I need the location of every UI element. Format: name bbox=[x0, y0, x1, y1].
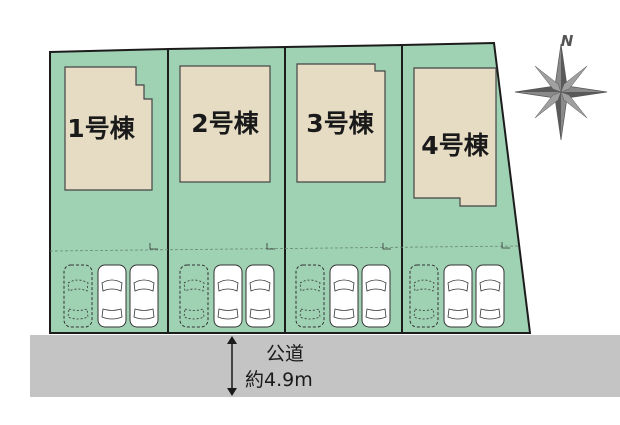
setback-line bbox=[49, 245, 521, 252]
car-space bbox=[409, 264, 439, 328]
road-width: 約4.9m bbox=[245, 369, 313, 391]
road-width-arrow bbox=[227, 336, 237, 396]
building-1 bbox=[64, 66, 153, 191]
lot-2: 2号棟 bbox=[167, 45, 286, 334]
car-space bbox=[295, 264, 325, 328]
car-space bbox=[475, 264, 505, 328]
car-space bbox=[213, 264, 243, 328]
boundary-mark bbox=[501, 242, 510, 249]
car-space bbox=[129, 264, 159, 328]
public-road bbox=[30, 335, 620, 397]
lot-1: 1号棟 bbox=[49, 47, 169, 334]
boundary-mark bbox=[266, 243, 275, 250]
boundary-mark bbox=[382, 243, 391, 250]
building-2 bbox=[179, 65, 271, 183]
compass-rose-icon bbox=[514, 43, 608, 141]
car-space bbox=[97, 264, 127, 328]
lot-3: 3号棟 bbox=[284, 43, 403, 334]
car-space bbox=[329, 264, 359, 328]
building-label-1: 1号棟 bbox=[67, 114, 135, 143]
car-space bbox=[179, 264, 209, 328]
parking-area bbox=[63, 264, 505, 328]
north-label: N bbox=[561, 32, 574, 50]
car-space bbox=[443, 264, 473, 328]
car-space bbox=[361, 264, 391, 328]
road-name: 公道 bbox=[266, 343, 304, 365]
lot-4: 4号棟 bbox=[401, 41, 532, 334]
car-space bbox=[63, 264, 93, 328]
car-space bbox=[245, 264, 275, 328]
building-3 bbox=[296, 63, 386, 183]
building-label-4: 4号棟 bbox=[421, 131, 489, 160]
building-4 bbox=[413, 67, 497, 207]
boundary-mark bbox=[149, 243, 158, 250]
building-label-2: 2号棟 bbox=[191, 109, 259, 138]
building-label-3: 3号棟 bbox=[306, 109, 374, 138]
